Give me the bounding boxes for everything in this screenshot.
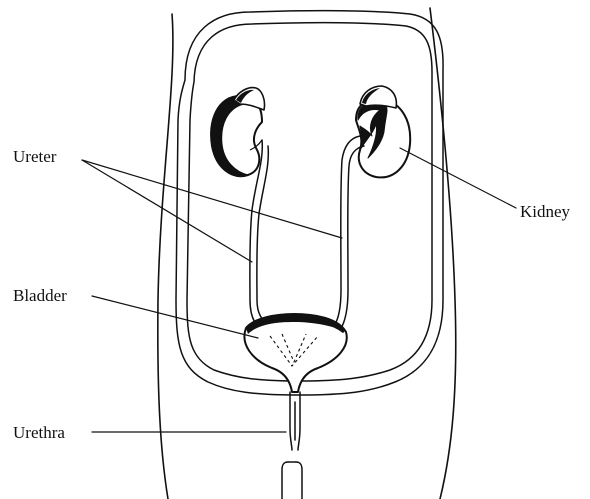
right-ureter-outer (334, 136, 360, 326)
right-kidney (356, 86, 410, 177)
urethra-right (298, 392, 300, 450)
leader-kidney (400, 148, 516, 208)
lower-opening-right (296, 462, 302, 499)
lower-opening (282, 462, 302, 499)
left-kidney (211, 88, 264, 177)
leader-ureter-left (82, 160, 252, 262)
urethra-left (290, 392, 292, 450)
label-ureter: Ureter (13, 148, 56, 165)
body-outline (158, 8, 456, 499)
leader-bladder (92, 296, 258, 338)
lower-opening-left (282, 462, 288, 499)
leader-ureter-right (82, 160, 342, 238)
body-outline-left (158, 14, 173, 499)
ureters (250, 136, 364, 330)
label-bladder: Bladder (13, 287, 67, 304)
label-urethra: Urethra (13, 424, 65, 441)
urethra (290, 392, 300, 450)
right-ureter-inner (340, 146, 364, 330)
label-kidney: Kidney (520, 203, 570, 220)
